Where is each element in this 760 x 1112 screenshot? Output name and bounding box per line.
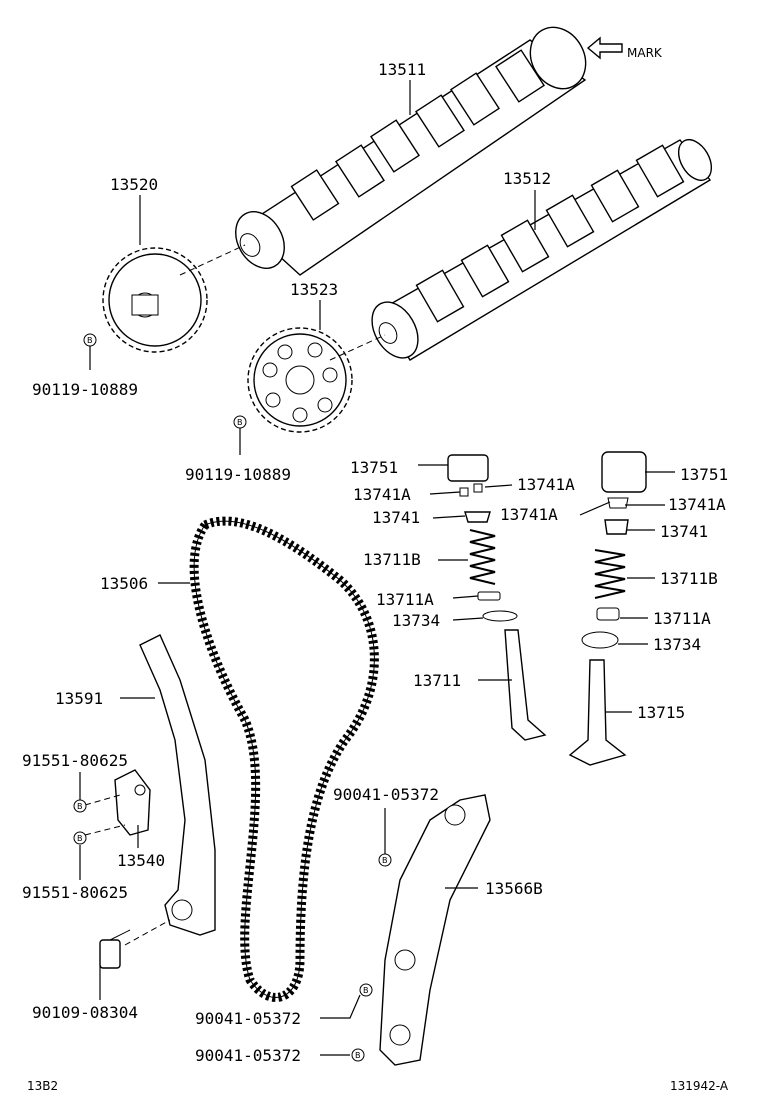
mark-label: MARK (627, 46, 663, 60)
bolt-marker-91551a: B (73, 799, 87, 813)
align-line-91551a (84, 794, 121, 806)
part-label-90041-05372-c: 90041-05372 (195, 1046, 301, 1065)
bolt-marker-text: B (382, 856, 388, 865)
chain-guide-13566B (379, 794, 491, 1066)
part-label-13711: 13711 (413, 671, 461, 690)
part-label-13741A-c: 13741A (500, 505, 558, 524)
part-label-13741-right: 13741 (660, 522, 708, 541)
part-label-13711B-right: 13711B (660, 569, 718, 588)
part-label-13751-right: 13751 (680, 465, 728, 484)
part-label-13741A-b: 13741A (517, 475, 575, 494)
part-label-90109-08304: 90109-08304 (32, 1003, 138, 1022)
part-label-13734-right: 13734 (653, 635, 701, 654)
part-label-13523: 13523 (290, 280, 338, 299)
part-label-13566B: 13566B (485, 879, 543, 898)
bolt-marker-90041b: B (359, 983, 373, 997)
timing-chain-13506 (189, 516, 379, 1002)
part-label-13591: 13591 (55, 689, 103, 708)
bolt-marker-text: B (363, 986, 369, 995)
bolt-marker-90041c: B (351, 1048, 365, 1062)
chain-slipper-13591 (139, 634, 216, 936)
leader-lines (79, 80, 675, 1056)
part-label-13711B-left: 13711B (363, 550, 421, 569)
bolt-marker-90119a: B (83, 333, 97, 347)
bolt-marker-text: B (237, 418, 243, 427)
part-label-90041-05372-a: 90041-05372 (333, 785, 439, 804)
part-label-13540: 13540 (117, 851, 165, 870)
timing-chain-outline (193, 520, 375, 998)
part-label-13520: 13520 (110, 175, 158, 194)
bolt-marker-text: B (355, 1051, 361, 1060)
bolt-marker-text: B (77, 802, 83, 811)
bolt-90109 (99, 929, 131, 969)
align-line-13523 (329, 334, 386, 361)
bolt-marker-text: B (87, 336, 93, 345)
sprocket-13523 (247, 327, 353, 433)
camshaft-13511 (235, 26, 587, 276)
part-label-13734-left: 13734 (392, 611, 440, 630)
part-label-90119-10889-b: 90119-10889 (185, 465, 291, 484)
bolt-marker-90119b: B (233, 415, 247, 429)
valve-stack-left (447, 454, 547, 741)
bolt-marker-91551b: B (73, 831, 87, 845)
part-label-90119-10889-a: 90119-10889 (32, 380, 138, 399)
part-label-13711A-left: 13711A (376, 590, 434, 609)
part-label-13741-left: 13741 (372, 508, 420, 527)
camshaft-13512 (371, 139, 713, 361)
part-label-13715: 13715 (637, 703, 685, 722)
part-label-13741A-a: 13741A (353, 485, 411, 504)
tensioner-13540 (114, 769, 151, 836)
bolt-marker-90041a: B (378, 853, 392, 867)
part-label-13512: 13512 (503, 169, 551, 188)
part-label-13506: 13506 (100, 574, 148, 593)
part-label-13511: 13511 (378, 60, 426, 79)
part-label-91551-80625-b: 91551-80625 (22, 883, 128, 902)
part-label-13711A-right: 13711A (653, 609, 711, 628)
part-label-13741A-d: 13741A (668, 495, 726, 514)
sprocket-13520 (102, 247, 208, 353)
mark-arrow-icon (586, 36, 623, 60)
align-line-90109 (124, 919, 171, 946)
footer-right-code: 131942-A (670, 1079, 729, 1093)
align-line-91551b (84, 824, 126, 836)
align-line-13520 (179, 244, 246, 276)
part-label-90041-05372-b: 90041-05372 (195, 1009, 301, 1028)
footer-left-code: 13B2 (27, 1079, 58, 1093)
part-label-91551-80625-a: 91551-80625 (22, 751, 128, 770)
valve-stack-right (568, 451, 647, 766)
bolt-marker-text: B (77, 834, 83, 843)
part-label-13751-left: 13751 (350, 458, 398, 477)
